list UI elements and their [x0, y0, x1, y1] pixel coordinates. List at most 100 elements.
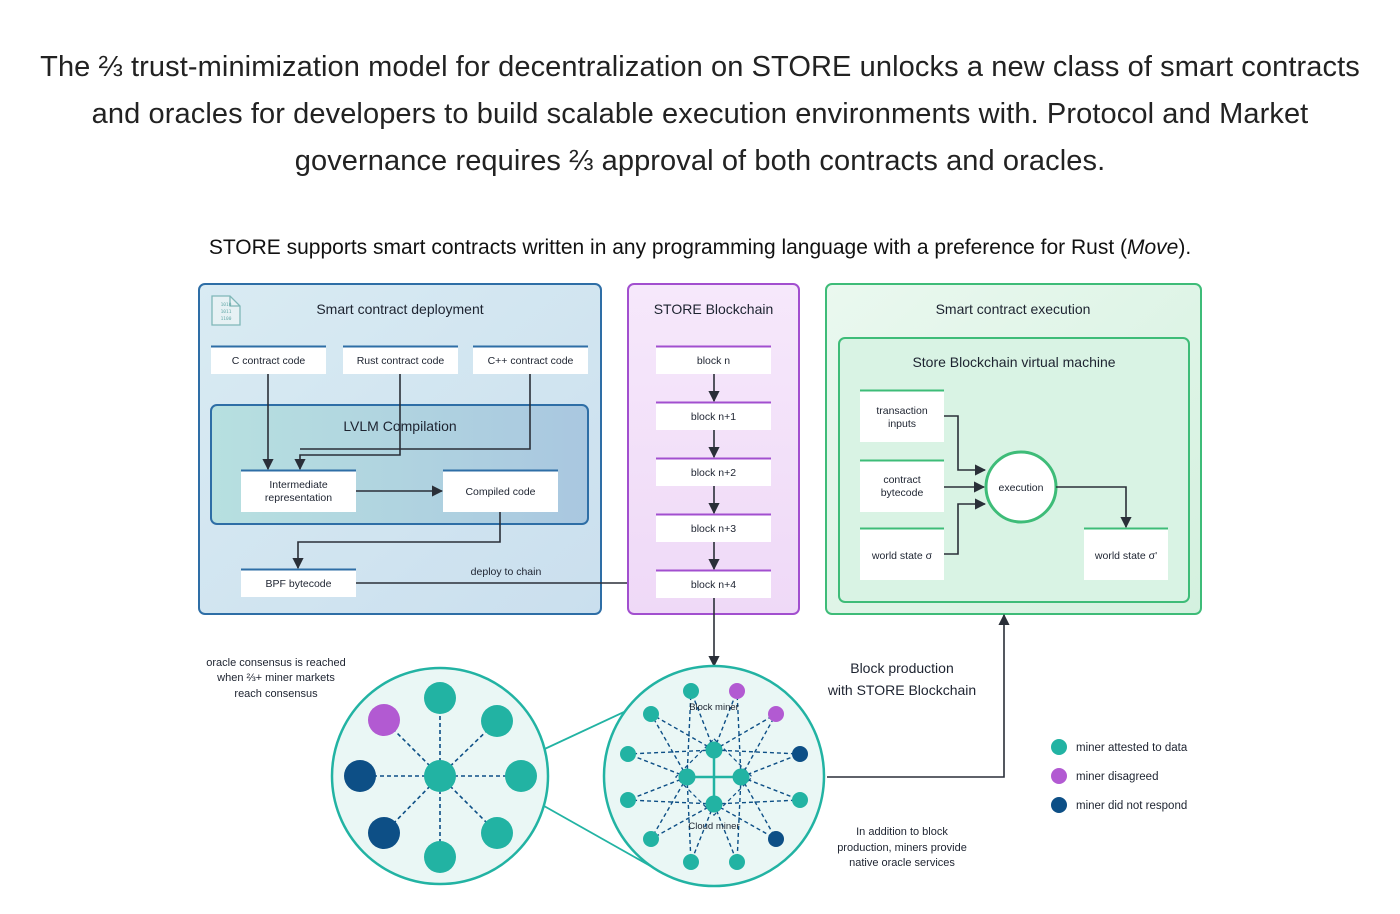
network-miner-node — [683, 854, 699, 870]
svg-text:block n+1: block n+1 — [691, 411, 736, 423]
miner-link — [740, 753, 801, 778]
block-list: block n block n+1 block n+2 block n+3 block … — [656, 345, 771, 598]
block-production-arrow — [827, 613, 1010, 778]
block-4: block n+4 — [656, 569, 771, 598]
block-2: block n+2 — [656, 457, 771, 486]
miner-link — [650, 713, 688, 778]
miner-link — [627, 749, 715, 755]
legend-item-no-response: miner did not respond — [1051, 797, 1187, 813]
svg-text:Compiled code: Compiled code — [465, 486, 535, 498]
intermediate-representation: Intermediate representation — [241, 469, 356, 512]
svg-text:block n: block n — [697, 355, 730, 367]
miner-link — [740, 776, 801, 801]
svg-text:oracle consensus is reached: oracle consensus is reached — [206, 657, 345, 669]
svg-text:world state σ': world state σ' — [1094, 550, 1157, 562]
miner-link — [740, 776, 777, 840]
network-miner-node — [683, 683, 699, 699]
svg-text:miner disagreed: miner disagreed — [1076, 771, 1158, 783]
network-miner-node — [643, 706, 659, 722]
miner-link — [713, 713, 777, 751]
block-1: block n+1 — [656, 401, 771, 430]
network-miner-node — [729, 683, 745, 699]
oracle-miner-node — [481, 817, 513, 849]
oracle-miner-node — [368, 704, 400, 736]
svg-text:production, miners provide: production, miners provide — [837, 842, 967, 854]
svg-text:1011: 1011 — [221, 309, 232, 315]
svg-text:block n+3: block n+3 — [691, 523, 736, 535]
network-miner-node — [792, 792, 808, 808]
deployment-panel: 1010 1011 1100 Smart contract deployment… — [198, 283, 656, 615]
oracle-miner-node — [424, 841, 456, 873]
core-miner-node — [705, 795, 723, 813]
svg-text:execution: execution — [999, 482, 1044, 494]
block-production-label: Block production with STORE Blockchain — [827, 660, 976, 698]
oracle-miner-node — [424, 682, 456, 714]
source-c: C contract code — [211, 345, 326, 374]
miner-link — [736, 776, 742, 863]
miner-link — [686, 690, 692, 778]
deployment-arrows — [262, 374, 656, 589]
block-miner-cluster: Block miner Cloud miner — [602, 664, 826, 888]
network-miner-node — [643, 831, 659, 847]
miner-link — [627, 776, 688, 801]
execution-panel: Smart contract execution Store Blockchai… — [825, 283, 1202, 615]
oracle-miner-node — [481, 705, 513, 737]
svg-text:native oracle services: native oracle services — [849, 857, 955, 869]
bpf-bytecode: BPF bytecode — [241, 568, 356, 597]
svg-text:Intermediate: Intermediate — [269, 479, 328, 491]
cloud-miner-label: Cloud miner — [688, 821, 739, 832]
miner-link — [627, 799, 715, 805]
miner-link — [650, 803, 715, 840]
legend-item-disagreed: miner disagreed — [1051, 768, 1158, 784]
miner-link — [627, 753, 688, 778]
miner-link — [736, 690, 742, 778]
svg-text:Block production: Block production — [850, 660, 954, 676]
svg-text:bytecode: bytecode — [881, 487, 924, 499]
block-miner-label: Block miner — [689, 702, 739, 713]
svg-text:Rust contract code: Rust contract code — [357, 355, 445, 367]
lvlm-compilation-box: LVLM Compilation Intermediate representa… — [210, 404, 589, 525]
network-miner-node — [620, 792, 636, 808]
intro-paragraph: The ⅔ trust-minimization model for decen… — [40, 51, 1360, 177]
svg-text:1100: 1100 — [221, 316, 232, 322]
core-ring — [674, 737, 754, 817]
diagram-subtitle: STORE supports smart contracts written i… — [208, 236, 1192, 259]
input-contract-bytecode: contract bytecode — [860, 459, 944, 512]
blockchain-title: STORE Blockchain — [654, 301, 774, 317]
network-miner-node — [768, 706, 784, 722]
miner-link — [713, 799, 801, 805]
miner-network: Block miner Cloud miner oracle consensus… — [206, 613, 1010, 888]
legend: miner attested to data miner disagreed m… — [1051, 739, 1188, 813]
output-world-state: world state σ' — [1084, 527, 1168, 580]
network-miner-node — [620, 746, 636, 762]
svg-text:with STORE Blockchain: with STORE Blockchain — [827, 682, 976, 698]
svg-text:block n+4: block n+4 — [691, 579, 736, 591]
svg-text:transaction: transaction — [876, 405, 928, 417]
source-rust: Rust contract code — [343, 345, 458, 374]
oracle-miner-node — [344, 760, 376, 792]
oracle-miner-node — [505, 760, 537, 792]
core-miner-node — [732, 768, 750, 786]
miner-link — [713, 690, 738, 751]
oracle-miner-node — [368, 817, 400, 849]
miner-link — [690, 803, 715, 863]
core-miner-node — [705, 741, 723, 759]
block-3: block n+3 — [656, 513, 771, 542]
input-transaction: transaction inputs — [860, 389, 944, 442]
miner-link — [713, 803, 777, 840]
network-miner-node — [768, 831, 784, 847]
svg-text:reach consensus: reach consensus — [234, 688, 318, 700]
input-world-state: world state σ — [860, 527, 944, 580]
svg-text:miner attested to data: miner attested to data — [1076, 742, 1188, 754]
block-0: block n — [656, 345, 771, 374]
svg-text:miner did not respond: miner did not respond — [1076, 800, 1187, 812]
execution-arrows — [944, 415, 1132, 555]
legend-item-attested: miner attested to data — [1051, 739, 1188, 755]
miner-link — [690, 690, 715, 751]
network-miner-node — [792, 746, 808, 762]
deploy-to-chain-label: deploy to chain — [471, 566, 542, 578]
execution-title: Smart contract execution — [936, 301, 1091, 317]
oracle-consensus-cluster — [330, 666, 550, 886]
miner-link — [650, 776, 688, 840]
